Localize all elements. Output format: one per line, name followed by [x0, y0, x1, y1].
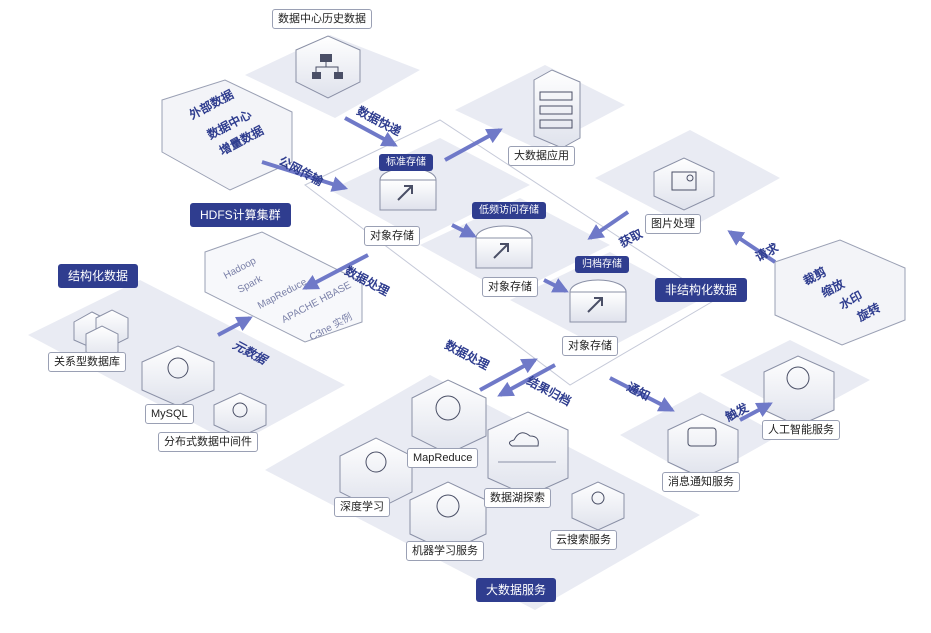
- external-data-block: [161, 79, 293, 191]
- arrow-fetch: [587, 210, 630, 240]
- relational-db-label: 关系型数据库: [48, 352, 126, 372]
- image-ops-block: [774, 239, 906, 346]
- arrow-process1: [302, 253, 369, 290]
- deep-learning-cube: [339, 437, 413, 511]
- unstructured-data-tag: 非结构化数据: [655, 278, 748, 302]
- mysql-label: MySQL: [145, 404, 194, 424]
- cloud-search-label: 云搜索服务: [550, 530, 617, 550]
- arrow-archive-result: [497, 363, 556, 397]
- plane-bigdata-service: [265, 375, 700, 610]
- arrow-notify: [609, 376, 675, 412]
- msg-notify-label: 消息通知服务: [662, 472, 740, 492]
- middleware-cube: [213, 392, 267, 438]
- arrow-metadata: [217, 316, 253, 337]
- history-cube: [295, 35, 361, 99]
- middleware-label: 分布式数据中间件: [158, 432, 258, 452]
- bigdata-service-tag: 大数据服务: [476, 578, 557, 602]
- image-processing-label: 图片处理: [645, 214, 701, 234]
- object-storage-cube-1: [379, 167, 437, 211]
- object-storage-label-2: 对象存储: [482, 277, 538, 297]
- ml-service-label: 机器学习服务: [406, 541, 484, 561]
- arrow-std-to-lowfreq: [451, 223, 477, 238]
- mapreduce-label: MapReduce: [407, 448, 479, 468]
- arrow-fast: [344, 116, 398, 147]
- history-data-label: 数据中心历史数据: [272, 9, 372, 29]
- datalake-label: 数据湖探索: [484, 488, 551, 508]
- ml-service-cube: [409, 481, 487, 553]
- mysql-cube: [141, 345, 215, 407]
- image-processing-cube: [653, 157, 715, 211]
- arrow-lowfreq-to-archive: [543, 278, 569, 293]
- arrow-process2: [479, 358, 538, 392]
- object-storage-label-1: 对象存储: [364, 226, 420, 246]
- bigdata-app-label: 大数据应用: [508, 146, 575, 166]
- relational-db-icon: [73, 309, 129, 361]
- structured-data-tag: 结构化数据: [58, 264, 139, 288]
- cloud-search-cube: [571, 481, 625, 531]
- arrow-to-bigdata-app: [444, 128, 503, 162]
- arrow-trigger: [739, 402, 773, 422]
- datalake-cube: [487, 411, 569, 497]
- standard-storage-tag: 标准存储: [379, 154, 433, 171]
- hdfs-cluster-block: [204, 231, 363, 343]
- server-tower: [533, 69, 581, 149]
- hdfs-cluster-tag: HDFS计算集群: [190, 203, 291, 227]
- msg-notify-cube: [667, 413, 739, 479]
- arrow-public: [261, 160, 349, 192]
- object-storage-label-3: 对象存储: [562, 336, 618, 356]
- low-frequency-storage-tag: 低频访问存储: [472, 202, 546, 219]
- ai-service-label: 人工智能服务: [762, 420, 840, 440]
- deep-learning-label: 深度学习: [334, 497, 390, 517]
- object-storage-cube-3: [569, 279, 627, 323]
- arrow-request: [727, 230, 777, 264]
- object-storage-cube-2: [475, 225, 533, 269]
- archive-storage-tag: 归档存储: [575, 256, 629, 273]
- mapreduce-cube: [411, 379, 487, 455]
